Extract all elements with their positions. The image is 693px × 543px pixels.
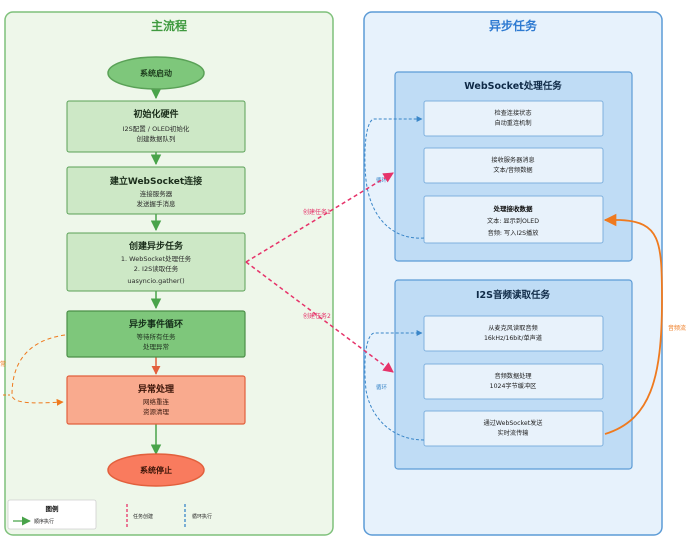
i2s-step-send	[423, 410, 604, 447]
legend-sequential-label: 顺序执行	[34, 518, 54, 525]
ws-task-title: WebSocket处理任务	[464, 80, 562, 92]
i2s-step-process-line: 1024字节缓冲区	[490, 382, 537, 390]
create-task-1-arrow	[245, 172, 394, 263]
ws-connect-line: 发送握手消息	[137, 199, 177, 208]
ws-step-process-title: 处理接收数据	[493, 204, 534, 213]
init-hardware-box: 初始化硬件 I2S配置 / OLED初始化 创建数据队列	[66, 100, 246, 153]
exception-title: 异常处理	[138, 383, 174, 395]
ws-connect-title: 建立WebSocket连接	[110, 175, 202, 187]
ws-step-process-line: 音频: 写入I2S播放	[488, 229, 539, 237]
ws-step-process-line: 文本: 显示到OLED	[487, 217, 539, 225]
ws-step-receive-line: 文本/音频数据	[493, 166, 532, 174]
i2s-loop-arrow	[364, 330, 425, 441]
i2s-step-read-line: 16kHz/16bit/单声道	[484, 334, 542, 342]
init-hardware-line: I2S配置 / OLED初始化	[123, 124, 190, 133]
ws-loop-arrow	[364, 116, 425, 239]
ws-task-group: WebSocket处理任务 检查连接状态 自动重连机制 接收服务器消息 文本/音…	[394, 71, 633, 262]
event-loop-line: 等待所有任务	[137, 332, 177, 341]
i2s-step-send-line: 通过WebSocket发送	[484, 419, 544, 427]
legend-task-create-label: 任务创建	[133, 513, 153, 520]
exception-box: 异常处理 网络重连 资源清理	[66, 375, 246, 425]
ws-step-process	[423, 195, 604, 244]
ws-connect-box: 建立WebSocket连接 连接服务器 发送握手消息	[66, 166, 246, 215]
create-task-2-label: 创建任务2	[303, 312, 331, 320]
ws-step-check-line: 自动重连机制	[494, 119, 531, 127]
i2s-loop-label: 循环	[376, 383, 388, 391]
ws-step-receive-line: 接收服务器消息	[491, 156, 534, 164]
i2s-step-send-line: 实时流传输	[498, 429, 530, 437]
legend: 图例 顺序执行 任务创建 循环执行	[7, 499, 212, 530]
exception-left-edge-label: 常	[0, 360, 6, 368]
init-hardware-title: 初始化硬件	[133, 108, 178, 120]
create-tasks-line: 2. I2S读取任务	[134, 264, 179, 273]
ws-loop-label: 循环	[376, 176, 388, 184]
exception-line: 网络重连	[143, 397, 170, 406]
event-loop-line: 处理异常	[143, 342, 169, 351]
create-tasks-line: uasyncio.gather()	[127, 277, 184, 285]
legend-title: 图例	[46, 504, 60, 513]
exception-line: 资源清理	[143, 407, 170, 416]
stop-label: 系统停止	[140, 465, 172, 475]
i2s-task-title: I2S音频读取任务	[476, 289, 550, 301]
start-node: 系统启动	[107, 56, 205, 90]
ws-step-check-line: 检查连接状态	[494, 109, 531, 117]
start-label: 系统启动	[140, 68, 172, 78]
i2s-step-read-line: 从麦克风读取音频	[488, 324, 538, 332]
i2s-step-process	[423, 363, 604, 400]
i2s-step-process-line: 音频数据处理	[494, 372, 531, 380]
create-tasks-title: 创建异步任务	[128, 240, 184, 252]
create-tasks-line: 1. WebSocket处理任务	[121, 254, 192, 263]
init-hardware-line: 创建数据队列	[137, 134, 176, 143]
i2s-task-group: I2S音频读取任务 从麦克风读取音频 16kHz/16bit/单声道 音频数据处…	[394, 279, 633, 470]
legend-loop-label: 循环执行	[192, 513, 212, 520]
stop-node: 系统停止	[107, 453, 205, 487]
ws-step-receive	[423, 147, 604, 184]
main-flow-title: 主流程	[151, 18, 187, 33]
audio-stream-label: 音频流	[668, 324, 686, 332]
event-loop-title: 异步事件循环	[129, 318, 183, 330]
exception-feedback-arrow	[11, 334, 66, 406]
create-task-2-arrow	[245, 261, 394, 373]
async-tasks-title: 异步任务	[489, 18, 538, 33]
audio-stream-arrow	[603, 213, 663, 435]
create-task-1-label: 创建任务1	[303, 208, 331, 216]
ws-connect-line: 连接服务器	[140, 189, 173, 198]
event-loop-box: 异步事件循环 等待所有任务 处理异常	[66, 310, 246, 358]
i2s-step-read	[423, 315, 604, 352]
ws-step-check	[423, 100, 604, 137]
create-tasks-box: 创建异步任务 1. WebSocket处理任务 2. I2S读取任务 uasyn…	[66, 232, 246, 292]
